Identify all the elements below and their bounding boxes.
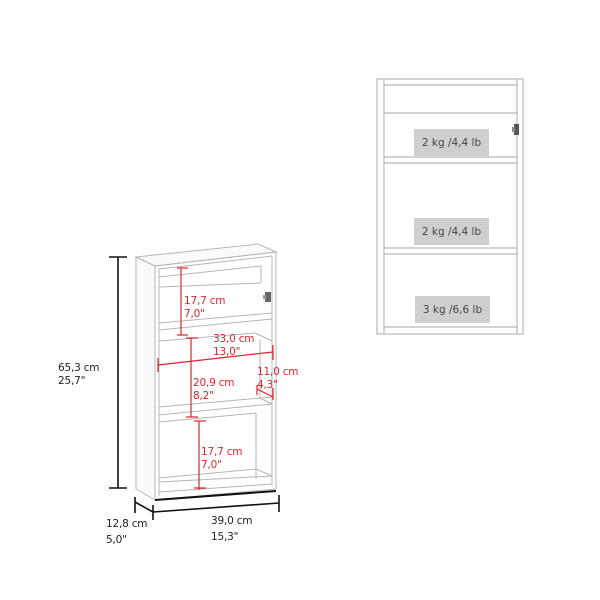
depth-cm: 12,8 cm: [106, 518, 148, 530]
top-compartment-label: 17,7 cm 7,0": [184, 295, 226, 321]
cabinet-3d-drawing: [134, 243, 278, 501]
top-compartment-cm: 17,7 cm: [184, 295, 226, 307]
middle-compartment-in: 8,2": [193, 390, 214, 402]
shelf-depth-in: 4,3": [257, 379, 278, 391]
shelf-load-tag-2: 2 kg /4,4 lb: [414, 218, 489, 245]
base-edge: [154, 490, 277, 501]
bottom-compartment-cm: 17,7 cm: [201, 446, 243, 458]
inner-width-label: 33,0 cm 13,0": [213, 333, 255, 359]
shelf-load-tag-1: 2 kg /4,4 lb: [414, 129, 489, 156]
hinge-icon: [512, 124, 519, 135]
height-cm: 65,3 cm: [58, 362, 100, 374]
hinge-icon: [263, 292, 271, 302]
shelf-depth-cm: 11,0 cm: [257, 366, 299, 378]
top-compartment-in: 7,0": [184, 308, 205, 320]
middle-compartment-cm: 20,9 cm: [193, 377, 235, 389]
bottom-compartment-label: 17,7 cm 7,0": [201, 446, 243, 472]
shelf-depth-label: 11,0 cm 4,3": [257, 366, 299, 392]
depth-in: 5,0": [106, 534, 127, 546]
width-cm: 39,0 cm: [211, 515, 253, 527]
width-dimension-label: 39,0 cm 15,3": [211, 515, 253, 544]
load-front-view: [376, 78, 524, 335]
dimension-lines-red: [157, 267, 274, 490]
depth-dimension-label: 12,8 cm 5,0": [106, 518, 148, 547]
inner-width-cm: 33,0 cm: [213, 333, 255, 345]
inner-width-in: 13,0": [213, 346, 241, 358]
middle-compartment-label: 20,9 cm 8,2": [193, 377, 235, 403]
shelf-load-tag-3: 3 kg /6,6 lb: [415, 296, 490, 323]
height-in: 25,7": [58, 375, 86, 387]
width-in: 15,3": [211, 531, 239, 543]
dimension-lines-black: [109, 256, 280, 520]
height-dimension-label: 65,3 cm 25,7": [58, 362, 100, 388]
bottom-compartment-in: 7,0": [201, 459, 222, 471]
